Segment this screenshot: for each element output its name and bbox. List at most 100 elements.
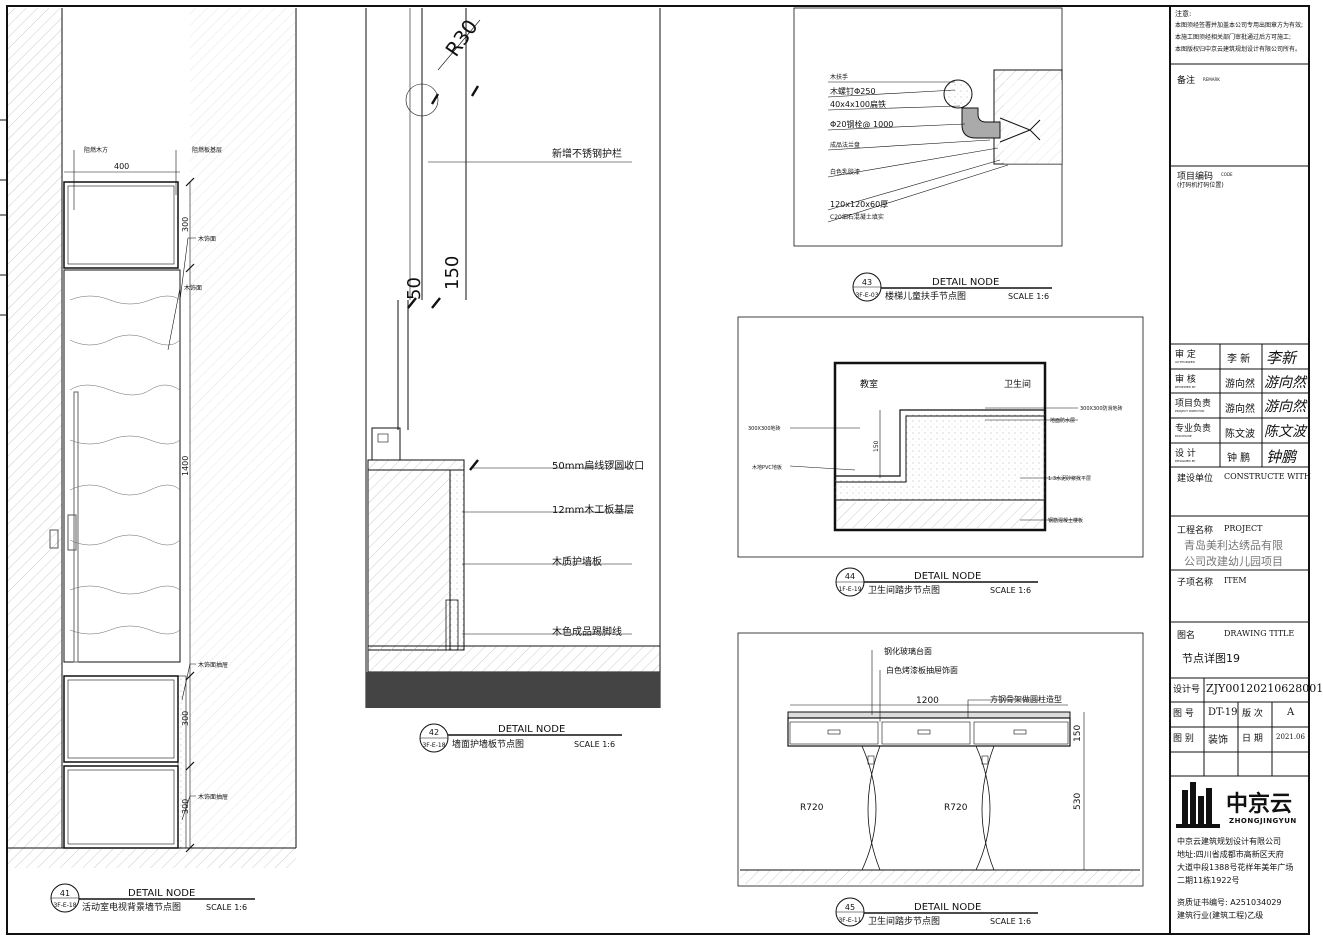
d43-label-0: 木扶手 bbox=[830, 73, 848, 81]
tb-logo-en: ZHONGJINGYUN bbox=[1229, 817, 1297, 825]
tb-item-en: ITEM bbox=[1224, 576, 1247, 585]
tb-address-2: 大道中段1388号花样年美年广场 bbox=[1177, 863, 1294, 872]
d44-right-room: 卫生间 bbox=[1004, 378, 1031, 390]
tb-discipline: 装饰 bbox=[1208, 735, 1228, 746]
tb-remark-label: 备注 bbox=[1177, 76, 1196, 86]
d41-label-d: 木饰面 bbox=[184, 284, 202, 292]
tb-project-name-2: 公司改建幼儿园项目 bbox=[1184, 555, 1283, 568]
tb-role-4-label: 设 计 bbox=[1175, 449, 1196, 459]
d45-dim-h1: 150 bbox=[1073, 725, 1083, 742]
d44-label-l1: 300X300地砖 bbox=[748, 425, 781, 432]
d45-dim-r1: R720 bbox=[800, 803, 824, 813]
d43-label-1: 木螺钉Φ250 bbox=[830, 86, 876, 96]
d41-node: DETAIL NODE bbox=[128, 888, 195, 899]
d43-label-7: C20细石混凝土填实 bbox=[830, 213, 884, 221]
d41-dim-h4: 300 bbox=[181, 799, 190, 814]
tb-date-label: 日 期 bbox=[1242, 734, 1263, 744]
tb-cert-grade: 建筑行业(建筑工程)乙级 bbox=[1177, 911, 1264, 920]
d43-label-5: 白色乳胶漆 bbox=[830, 168, 860, 176]
d42-ref: 3F-E-18 bbox=[422, 742, 445, 749]
d45-label-a: 钢化玻璃台面 bbox=[884, 646, 932, 656]
tb-project-name-1: 青岛美利达绣品有限 bbox=[1184, 539, 1283, 552]
d41-number: 41 bbox=[60, 889, 70, 898]
d43-node: DETAIL NODE bbox=[932, 277, 999, 288]
tb-role-3-sign: 陈文波 bbox=[1264, 424, 1306, 440]
d41-title: 活动室电视背景墙节点图 bbox=[82, 901, 181, 913]
d43-label-6: 120x120x60厚 bbox=[830, 200, 888, 209]
tb-role-2-name: 游向然 bbox=[1225, 404, 1255, 415]
tb-item-label: 子项名称 bbox=[1177, 578, 1214, 588]
d41-dim-h3: 300 bbox=[181, 711, 190, 726]
d45-dim-w: 1200 bbox=[916, 696, 939, 706]
d42-label-c: 12mm木工板基层 bbox=[552, 503, 634, 516]
tb-role-1-en: REVIEWED BY bbox=[1175, 385, 1196, 389]
tb-address-1: 地址:四川省成都市高新区天府 bbox=[1177, 850, 1284, 859]
tb-builder-label: 建设单位 bbox=[1177, 474, 1214, 484]
d42-label-d: 木质护墙板 bbox=[552, 555, 602, 568]
tb-role-0-name: 李 新 bbox=[1227, 354, 1251, 365]
tb-logo-cn: 中京云 bbox=[1226, 792, 1293, 817]
tb-design-no-label: 设计号 bbox=[1173, 685, 1201, 695]
d42-number: 42 bbox=[429, 728, 439, 737]
tb-role-1-name: 游向然 bbox=[1225, 379, 1255, 390]
tb-drawing-no: DT-19 bbox=[1208, 707, 1238, 718]
sheet-border bbox=[6, 5, 1310, 935]
d42-label-b: 50mm扁线锣圆收口 bbox=[552, 459, 644, 472]
d45-dim-r2: R720 bbox=[944, 803, 968, 813]
tb-drawing-title-label: 图名 bbox=[1177, 631, 1196, 641]
tb-drawing-no-label: 图 号 bbox=[1173, 709, 1194, 719]
tb-role-0-en: AUTHORIZED bbox=[1175, 360, 1195, 364]
d41-dim-h1: 300 bbox=[181, 217, 190, 232]
d41-label-b: 阻燃板基层 bbox=[192, 146, 222, 154]
tb-role-3-en: DISCIPLINE bbox=[1175, 434, 1192, 438]
d43-label-4: 成品法兰盘 bbox=[830, 141, 860, 149]
tb-drawing-title-en: DRAWING TITLE bbox=[1224, 629, 1295, 638]
d45-dim-h2: 530 bbox=[1073, 793, 1083, 810]
d45-title: 卫生间踏步节点图 bbox=[868, 915, 940, 927]
tb-role-4-name: 钟 鹏 bbox=[1227, 453, 1251, 464]
d44-label-r3: 1:3水泥砂浆找平层 bbox=[1048, 475, 1091, 482]
titleblock-grid bbox=[1170, 63, 1309, 777]
d44-ref: 1F-E-19 bbox=[838, 586, 861, 593]
d43-label-2: 40x4x100扁铁 bbox=[830, 99, 886, 109]
tb-role-0-label: 审 定 bbox=[1175, 350, 1196, 360]
d41-ref: 3F-E-18 bbox=[53, 902, 76, 909]
tb-role-3-label: 专业负责 bbox=[1175, 424, 1212, 434]
d41-label-f: 木饰面抽屉 bbox=[198, 793, 228, 801]
tb-role-2-en: PROJECT DIRECTOR bbox=[1175, 409, 1205, 413]
tb-role-0-sign: 李新 bbox=[1266, 349, 1297, 367]
d41-dim-w: 400 bbox=[114, 162, 129, 171]
tb-code-en: CODE bbox=[1221, 172, 1233, 177]
detail-44-drawing bbox=[737, 316, 1144, 558]
tb-role-2-sign: 游向然 bbox=[1264, 399, 1306, 415]
d43-ref: 3F-E-03 bbox=[855, 292, 878, 299]
d45-node: DETAIL NODE bbox=[914, 902, 981, 913]
d41-label-a: 阻燃木方 bbox=[84, 146, 108, 154]
tb-role-4-sign: 钟鹏 bbox=[1266, 448, 1297, 466]
tb-address-3: 二期11栋1922号 bbox=[1177, 876, 1240, 885]
d45-label-b: 白色烤漆板抽屉饰面 bbox=[886, 665, 958, 675]
tb-role-3-name: 陈文波 bbox=[1225, 429, 1255, 440]
tb-drawing-title: 节点详图19 bbox=[1182, 652, 1240, 665]
detail-45-drawing bbox=[737, 632, 1144, 887]
tb-company: 中京云建筑规划设计有限公司 bbox=[1177, 837, 1281, 846]
d44-title: 卫生间踏步节点图 bbox=[868, 584, 940, 596]
tb-version-label: 版 次 bbox=[1242, 709, 1263, 719]
d44-scale: SCALE 1:6 bbox=[990, 586, 1031, 595]
tb-date: 2021.06 bbox=[1276, 733, 1305, 741]
d44-dim: 150 bbox=[873, 440, 880, 452]
detail-41-drawing bbox=[8, 8, 297, 868]
d44-label-r4: 钢筋混凝土楼板 bbox=[1048, 517, 1083, 524]
d42-dim-r: R30 bbox=[440, 15, 482, 61]
tb-role-2-label: 项目负责 bbox=[1175, 399, 1212, 409]
tb-note-2: 本施工图须经相关部门审批通过后方可施工; bbox=[1175, 34, 1292, 41]
d41-scale: SCALE 1:6 bbox=[206, 903, 247, 912]
d42-dim-d2: 150 bbox=[442, 256, 463, 290]
tb-version: A bbox=[1287, 707, 1295, 718]
d42-dim-d1: 50 bbox=[404, 277, 425, 300]
tb-code-note: (打码机打码位置) bbox=[1177, 182, 1224, 189]
d42-title: 墙面护墙板节点图 bbox=[452, 738, 524, 750]
d45-number: 45 bbox=[845, 903, 855, 912]
tb-code-label: 项目编码 bbox=[1177, 172, 1214, 182]
